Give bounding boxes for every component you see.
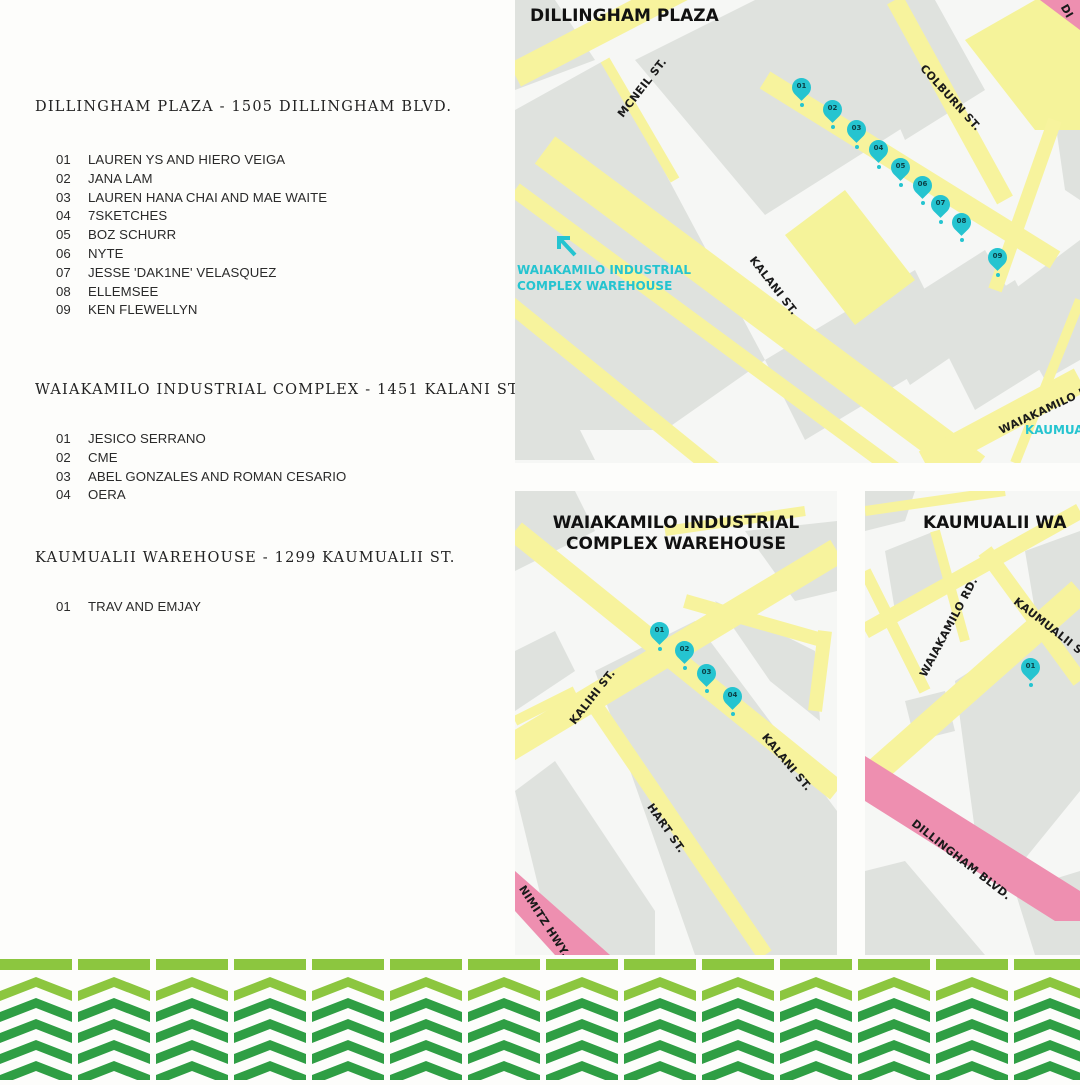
- map-dillingham-plaza[interactable]: DILLINGHAM PLAZA MCNEIL ST. COLBURN ST. …: [515, 0, 1080, 463]
- map-pin[interactable]: 05: [887, 154, 914, 187]
- map-pin[interactable]: 04: [865, 136, 892, 169]
- chevron-footer: [0, 955, 1080, 1085]
- section-title-dillingham: DILLINGHAM PLAZA - 1505 DILLINGHAM BLVD.: [35, 99, 453, 115]
- map-title-waiakamilo: WAIAKAMILO INDUSTRIAL COMPLEX WAREHOUSE: [552, 513, 800, 554]
- map-title-kaumualii: KAUMUALII WA: [923, 513, 1067, 533]
- callout-waiakamilo-warehouse[interactable]: WAIAKAMILO INDUSTRIAL COMPLEX WAREHOUSE: [517, 263, 692, 293]
- map-pin[interactable]: 03: [843, 116, 870, 149]
- map-pin[interactable]: 01: [646, 618, 673, 651]
- map-waiakamilo-canvas: [515, 491, 837, 955]
- section-title-waiakamilo: WAIAKAMILO INDUSTRIAL COMPLEX - 1451 KAL…: [35, 382, 523, 398]
- map-pin[interactable]: 01: [788, 74, 815, 107]
- street-label: KAUMUA: [1025, 423, 1080, 437]
- map-title-dillingham: DILLINGHAM PLAZA: [530, 6, 719, 26]
- map-pin[interactable]: 01: [1017, 654, 1044, 687]
- map-pin[interactable]: 02: [819, 96, 846, 129]
- map-waiakamilo-warehouse[interactable]: WAIAKAMILO INDUSTRIAL COMPLEX WAREHOUSE …: [515, 491, 837, 955]
- section-title-kaumualii: KAUMUALII WAREHOUSE - 1299 KAUMUALII ST.: [35, 550, 456, 566]
- map-dillingham-canvas: [515, 0, 1080, 463]
- map-pin[interactable]: 02: [671, 637, 698, 670]
- map-kaumualii-warehouse[interactable]: KAUMUALII WA WAIAKAMILO RD. KAUMUALII S …: [865, 491, 1080, 955]
- map-pin[interactable]: 04: [719, 683, 746, 716]
- map-pin[interactable]: 09: [984, 244, 1011, 277]
- map-pin[interactable]: 08: [948, 209, 975, 242]
- map-pin[interactable]: 06: [909, 172, 936, 205]
- map-kaumualii-canvas: [865, 491, 1080, 955]
- map-pin[interactable]: 03: [693, 660, 720, 693]
- chevron-pattern-icon: [0, 959, 1080, 1085]
- venue-listing: DILLINGHAM PLAZA - 1505 DILLINGHAM BLVD.…: [0, 0, 521, 955]
- map-pin[interactable]: 07: [927, 191, 954, 224]
